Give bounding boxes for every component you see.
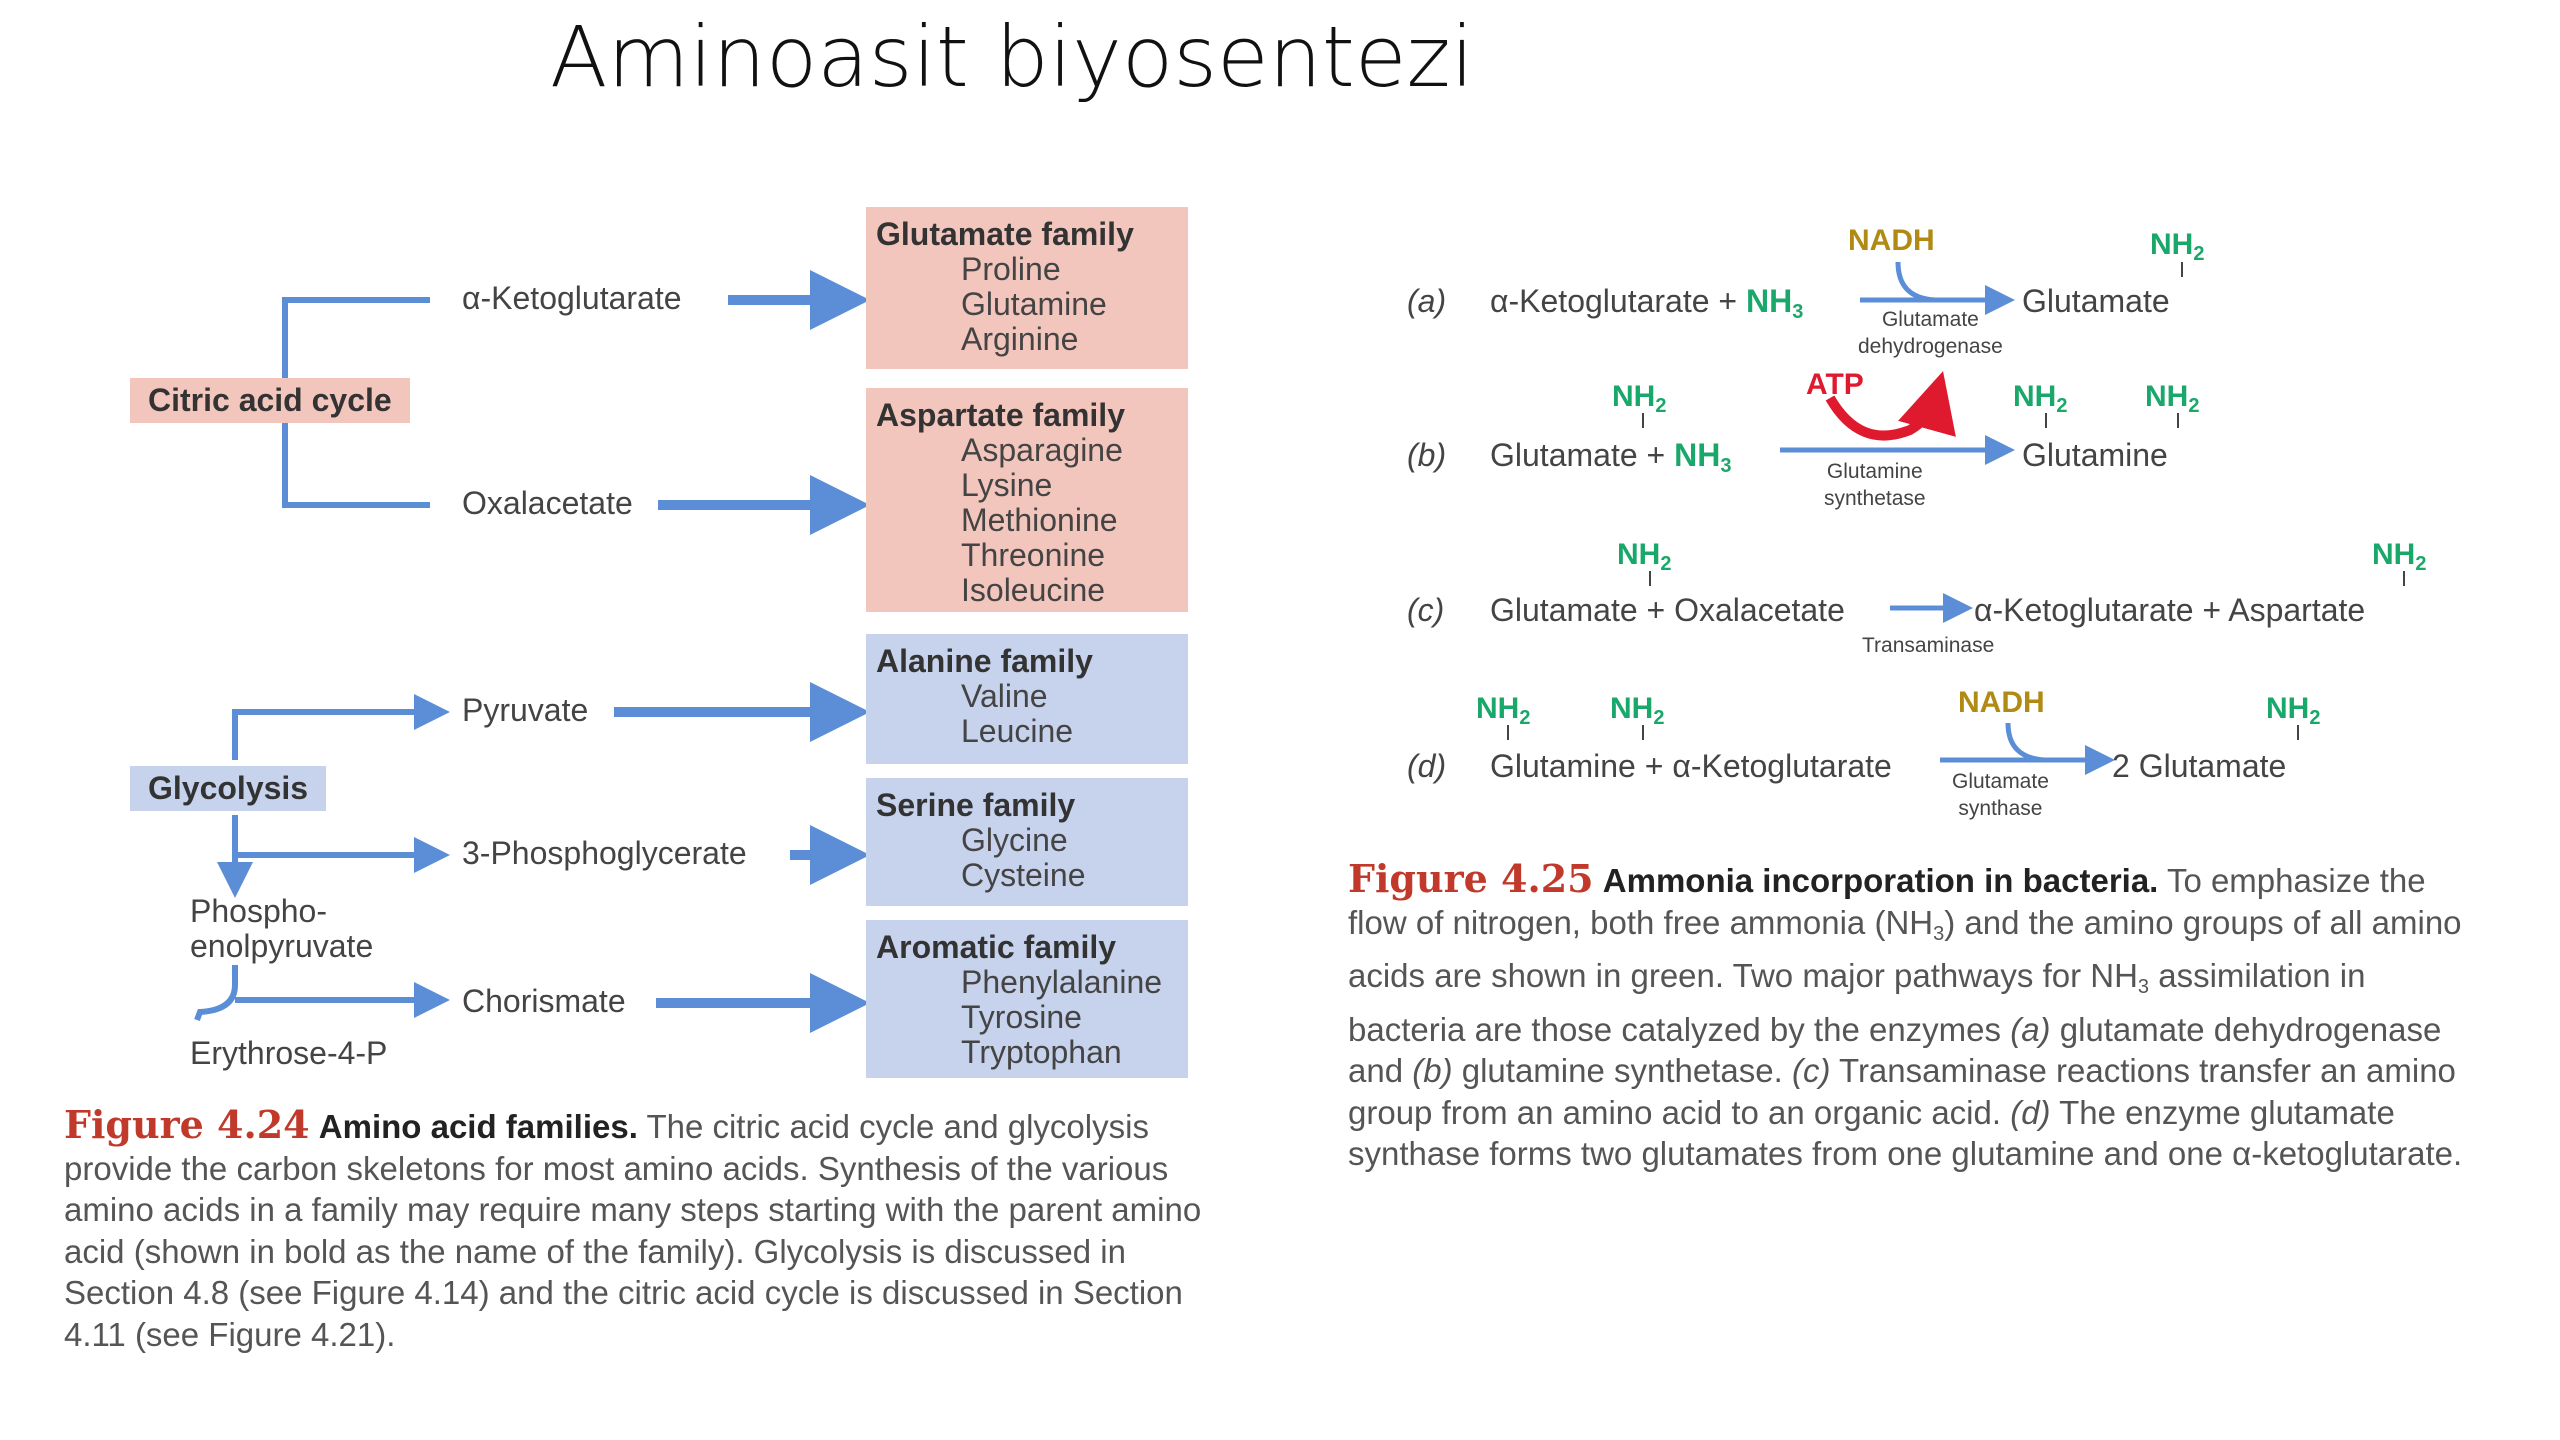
- nadh-a: NADH: [1848, 224, 1935, 257]
- family-member: Tyrosine: [961, 999, 1082, 1035]
- aromatic-family-box: Aromatic family Phenylalanine Tyrosine T…: [866, 920, 1188, 1078]
- amino-d-substrate-1: NH2: [1476, 692, 1531, 729]
- family-member: Threonine: [961, 537, 1106, 573]
- reaction-a-substrates: α-Ketoglutarate + NH3: [1490, 283, 1803, 324]
- reaction-a-left: α-Ketoglutarate +: [1490, 283, 1746, 319]
- source-pep-1: Phospho-: [190, 893, 327, 929]
- glutamate-family-box: Glutamate family Proline Glutamine Argin…: [866, 207, 1188, 369]
- enzyme-d: Glutamate synthase: [1952, 770, 2049, 820]
- reaction-b-product: Glutamine: [2022, 437, 2168, 473]
- fig24-arrows: [194, 270, 870, 1033]
- nadh-d: NADH: [1958, 686, 2045, 719]
- reaction-c-substrates: Glutamate + Oxalacetate: [1490, 592, 1845, 628]
- glycolysis-label: Glycolysis: [130, 766, 327, 811]
- amino-b-product-2: NH2: [2145, 380, 2200, 417]
- reaction-d-product: 2 Glutamate: [2112, 748, 2287, 784]
- amino-c-product: NH2: [2372, 538, 2427, 575]
- source-e4p: Erythrose-4-P: [190, 1035, 388, 1071]
- aspartate-family-box: Aspartate family Asparagine Lysine Methi…: [866, 388, 1188, 612]
- fig25-arrows: [1507, 261, 2405, 775]
- family-member: Tryptophan: [961, 1034, 1122, 1070]
- enzyme-c: Transaminase: [1862, 634, 1995, 657]
- atp-b: ATP: [1806, 368, 1864, 401]
- fig24-number: Figure 4.24: [64, 1102, 310, 1147]
- atp-curve-b: [1825, 371, 1956, 441]
- reaction-b-substrates: Glutamate + NH3: [1490, 437, 1731, 478]
- amino-d-product: NH2: [2266, 692, 2321, 729]
- fig24-caption: Figure 4.24 Amino acid families. The cit…: [64, 1104, 1244, 1355]
- family-member: Methionine: [961, 502, 1118, 538]
- amino-a-product: NH2: [2150, 228, 2205, 265]
- family-member: Glutamine: [961, 286, 1107, 322]
- nadh-curve-a: [1895, 261, 1936, 303]
- reaction-c-products: α-Ketoglutarate + Aspartate: [1974, 592, 2366, 628]
- family-name: Alanine family: [876, 643, 1093, 679]
- source-pg: 3-Phosphoglycerate: [462, 835, 747, 872]
- family-member: Proline: [961, 251, 1061, 287]
- reaction-d-label: (d): [1407, 748, 1447, 784]
- family-member: Arginine: [961, 321, 1079, 357]
- fig25-caption: Figure 4.25 Ammonia incorporation in bac…: [1348, 856, 2463, 1172]
- enzyme-a: Glutamate dehydrogenase: [1858, 308, 2003, 358]
- family-member: Lysine: [961, 467, 1053, 503]
- reaction-a-product: Glutamate: [2022, 283, 2170, 319]
- family-name: Aromatic family: [876, 929, 1117, 965]
- family-member: Cysteine: [961, 857, 1086, 893]
- family-member: Phenylalanine: [961, 964, 1163, 1000]
- ammonia-a: NH3: [1745, 283, 1804, 323]
- citric-acid-cycle-label: Citric acid cycle: [130, 378, 410, 423]
- fig25-number: Figure 4.25: [1348, 856, 1594, 901]
- fig24-caption-text: The citric acid cycle and glycolysis pro…: [64, 1108, 1202, 1353]
- family-name: Glutamate family: [876, 216, 1134, 252]
- amino-c-substrate: NH2: [1617, 538, 1672, 575]
- source-oxa: Oxalacetate: [462, 485, 633, 522]
- amino-b-glutamate: NH2: [1612, 380, 1667, 417]
- family-member: Glycine: [961, 822, 1068, 858]
- reaction-b-left: Glutamate +: [1490, 437, 1675, 473]
- arrow-to-cho: [194, 965, 432, 1020]
- fig25-title: Ammonia incorporation in bacteria.: [1602, 862, 2159, 899]
- family-member: Asparagine: [961, 432, 1123, 468]
- amino-b-product-1: NH2: [2013, 380, 2068, 417]
- family-member: Leucine: [961, 713, 1074, 749]
- alanine-family-box: Alanine family Valine Leucine: [866, 634, 1188, 764]
- reaction-c-label: (c): [1407, 592, 1445, 628]
- nadh-curve-d: [2005, 722, 2046, 763]
- enzyme-b: Glutamine synthetase: [1824, 460, 1926, 510]
- reaction-a-label: (a): [1407, 283, 1447, 319]
- ammonia-b: NH3: [1674, 437, 1732, 477]
- reaction-b-label: (b): [1407, 437, 1447, 473]
- reaction-d-substrates: Glutamine + α-Ketoglutarate: [1490, 748, 1892, 784]
- family-member: Valine: [961, 678, 1048, 714]
- serine-family-box: Serine family Glycine Cysteine: [866, 778, 1188, 906]
- source-pyr: Pyruvate: [462, 692, 589, 729]
- fig24-title: Amino acid families.: [318, 1108, 638, 1145]
- slide-title: Aminoasit biyosentezi: [550, 8, 1474, 106]
- family-member: Isoleucine: [961, 572, 1106, 608]
- family-name: Serine family: [876, 787, 1076, 823]
- source-cho: Chorismate: [462, 983, 626, 1020]
- family-name: Aspartate family: [876, 397, 1125, 433]
- amino-d-substrate-2: NH2: [1610, 692, 1665, 729]
- source-pep-2: enolpyruvate: [190, 928, 374, 964]
- source-akg: α-Ketoglutarate: [462, 280, 682, 317]
